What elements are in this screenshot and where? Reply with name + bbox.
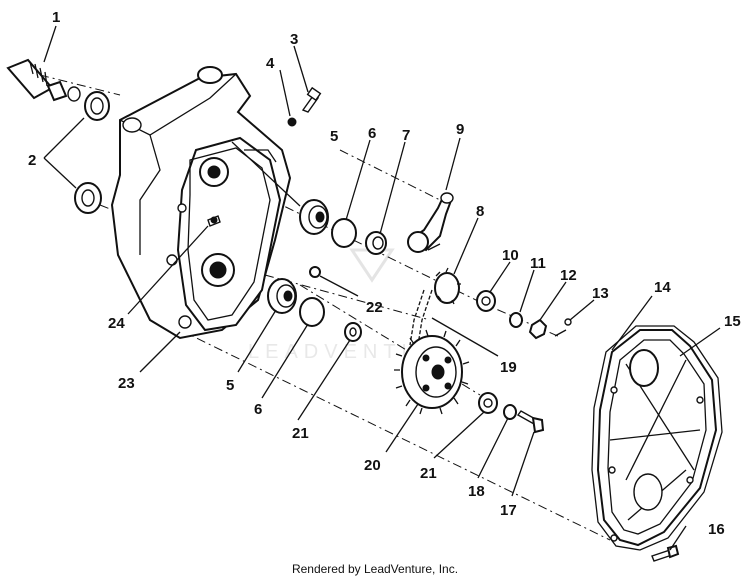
- nut-4: [287, 117, 297, 127]
- callout-8: 8: [476, 203, 484, 220]
- drive-chain: [409, 289, 433, 346]
- callout-5-lower: 5: [226, 377, 234, 394]
- callout-9: 9: [456, 121, 464, 138]
- callout-21-upper: 21: [292, 425, 309, 442]
- sprocket-small: [434, 267, 461, 305]
- callout-21-lower: 21: [420, 465, 437, 482]
- callout-23: 23: [118, 375, 135, 392]
- render-credit: Rendered by LeadVenture, Inc.: [291, 562, 459, 576]
- callout-3: 3: [290, 31, 298, 48]
- gear-housing: [110, 66, 292, 340]
- bolt-17: [516, 410, 545, 434]
- snap-ring-lower: [299, 297, 325, 327]
- callout-15: 15: [724, 313, 741, 330]
- washer-21-lower: [478, 392, 498, 414]
- callout-10: 10: [502, 247, 519, 264]
- cover-gasket: [591, 325, 723, 551]
- callout-4: 4: [266, 55, 275, 72]
- screw-16: [651, 544, 680, 562]
- callout-16: 16: [708, 521, 725, 538]
- callout-2: 2: [28, 152, 36, 169]
- callout-6-lower: 6: [254, 401, 262, 418]
- callout-17: 17: [500, 502, 517, 519]
- washer-21-upper: [344, 322, 362, 342]
- callout-20: 20: [364, 457, 381, 474]
- bearing-small: [365, 231, 387, 255]
- pin-22: [309, 266, 321, 278]
- callout-11: 11: [530, 255, 546, 272]
- chain-cover: [596, 329, 718, 547]
- sprocket-large: [394, 329, 470, 415]
- leader-lines: [43, 25, 721, 551]
- lock-washer-18: [503, 404, 517, 420]
- cotter-pin: [554, 318, 572, 337]
- seal-upper: [84, 91, 110, 121]
- callout-22: 22: [366, 299, 383, 316]
- callout-12: 12: [560, 267, 577, 284]
- callout-14: 14: [654, 279, 671, 296]
- washer-10: [476, 290, 496, 312]
- callout-5-upper: 5: [330, 128, 338, 145]
- callout-24: 24: [108, 315, 125, 332]
- seal-lower: [74, 182, 102, 214]
- callout-13: 13: [592, 285, 609, 302]
- callout-6-upper: 6: [368, 125, 376, 142]
- bearing-lower: [267, 278, 297, 314]
- callout-19: 19: [500, 359, 517, 376]
- bearing-upper: [299, 199, 329, 235]
- tensioner-arm: [407, 192, 454, 253]
- dowel-pin: [207, 215, 221, 227]
- callout-1: 1: [52, 9, 60, 26]
- callout-7: 7: [402, 127, 410, 144]
- snap-ring-upper: [331, 218, 357, 248]
- callout-numbers: 1 2 3 4 5 6 7 9 8 10 11 12 13 14 15 16 1…: [28, 9, 741, 538]
- callout-18: 18: [468, 483, 485, 500]
- bolt-3: [301, 86, 322, 113]
- washer-11: [509, 312, 523, 328]
- drive-shaft: [6, 58, 81, 102]
- nut-12: [528, 318, 548, 340]
